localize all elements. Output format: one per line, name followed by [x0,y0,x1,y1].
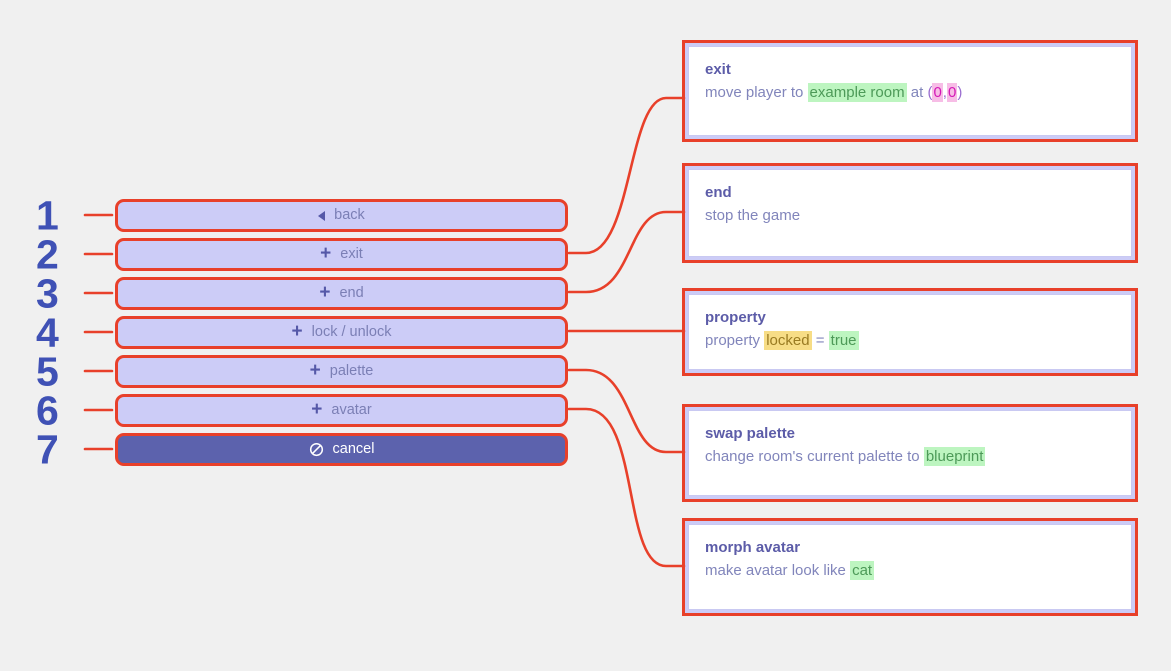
card-title: exit [705,61,731,78]
menu-button-back[interactable]: back [115,199,568,232]
cards-panel: exit move player to example room at (0,0… [682,0,1142,671]
plus-icon: + [320,243,332,264]
row-number-5: 5 [36,348,59,394]
plus-icon: + [291,321,303,342]
highlighted-token: cat [850,561,875,581]
highlighted-token: ) [957,84,963,102]
card-description: stop the game [705,205,1115,227]
triangle-left-icon [318,210,326,221]
description-token: at [906,84,928,102]
description-card-end: end stop the game [682,163,1138,263]
menu-button-label: cancel [332,441,375,458]
highlighted-token: locked [764,331,812,351]
card-description: change room's current palette to bluepri… [705,446,1115,468]
menu-button-label: end [339,285,364,302]
description-token: property [705,332,765,350]
menu-button-cancel[interactable]: cancel [115,433,568,466]
description-token: = [811,332,829,350]
description-card-swap-palette: swap palette change room's current palet… [682,404,1138,502]
card-description: move player to example room at (0,0) [705,82,1115,104]
row-number-2: 2 [36,231,59,277]
menu-row: 6 + avatar [0,390,600,431]
card-description: property locked = true [705,330,1115,352]
menu-row: 5 + palette [0,351,600,392]
row-number-3: 3 [36,270,59,316]
highlighted-token: blueprint [923,447,986,467]
highlighted-token: true [828,331,859,351]
highlighted-token: 0 [932,83,943,103]
plus-icon: + [311,399,323,420]
description-token: move player to [705,84,808,102]
menu-button-exit[interactable]: + exit [115,238,568,271]
plus-icon: + [319,282,331,303]
menu-button-label: palette [329,363,374,380]
card-title: property [705,309,766,326]
row-number-7: 7 [36,426,59,472]
menu-button-label: lock / unlock [311,324,392,341]
menu-button-avatar[interactable]: + avatar [115,394,568,427]
description-card-exit: exit move player to example room at (0,0… [682,40,1138,142]
description-card-morph-avatar: morph avatar make avatar look like cat [682,518,1138,616]
menu-row: 7 cancel [0,429,600,470]
description-token: make avatar look like [705,562,851,580]
description-token: stop the game [705,207,801,225]
highlighted-token: example room [807,83,907,103]
menu-button-end[interactable]: + end [115,277,568,310]
row-number-6: 6 [36,387,59,433]
description-token: change room's current palette to [705,448,924,466]
card-title: swap palette [705,425,796,442]
menu-button-label: exit [340,246,363,263]
card-title: morph avatar [705,539,801,556]
highlighted-token: ( [927,84,933,102]
menu-button-label: back [334,207,365,224]
menu-panel: 1 back 2 + exit 3 + end 4 + lock / unloc… [0,193,600,483]
menu-row: 1 back [0,195,600,236]
ban-icon [309,442,324,457]
card-title: end [705,184,732,201]
menu-row: 3 + end [0,273,600,314]
menu-button-label: avatar [331,402,372,419]
menu-button-palette[interactable]: + palette [115,355,568,388]
highlighted-token: 0 [946,83,958,103]
menu-row: 2 + exit [0,234,600,275]
plus-icon: + [309,360,321,381]
card-description: make avatar look like cat [705,560,1115,582]
description-card-property: property property locked = true [682,288,1138,376]
menu-button-lock-unlock[interactable]: + lock / unlock [115,316,568,349]
menu-row: 4 + lock / unlock [0,312,600,353]
row-number-4: 4 [36,309,59,355]
row-number-1: 1 [36,192,59,238]
highlighted-token: , [942,84,947,102]
